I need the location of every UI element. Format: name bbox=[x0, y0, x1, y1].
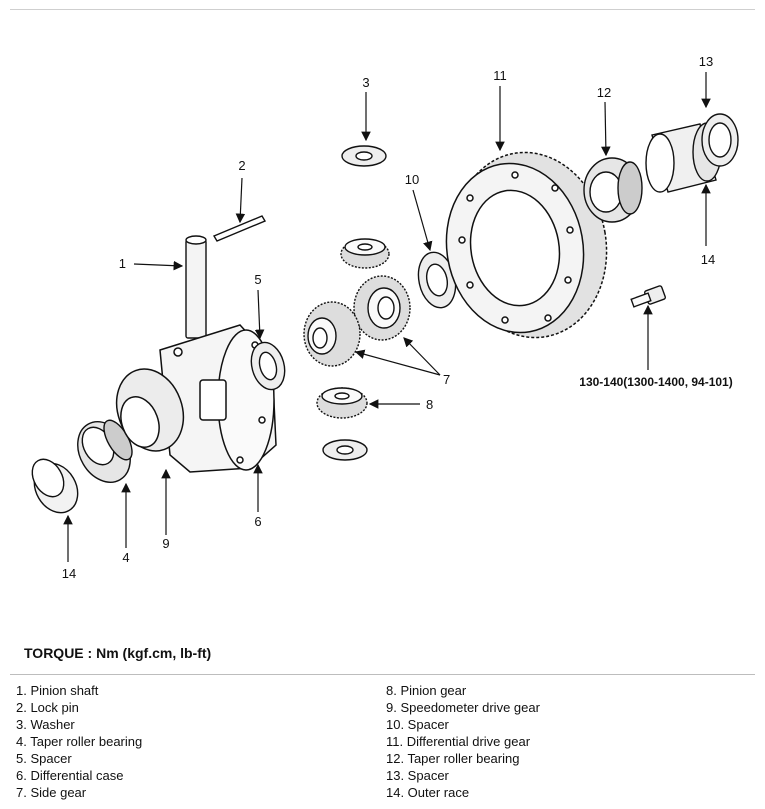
spacer-5 bbox=[250, 341, 286, 391]
callout-1: 1 bbox=[119, 256, 126, 271]
callout-12: 12 bbox=[597, 85, 611, 100]
differential-drive-gear bbox=[445, 151, 608, 339]
legend-item: 6. Differential case bbox=[16, 768, 124, 783]
callout-5: 5 bbox=[254, 272, 261, 287]
spacer-13 bbox=[701, 113, 739, 167]
legend-item: 4. Taper roller bearing bbox=[16, 734, 143, 749]
callout-8: 8 bbox=[426, 397, 433, 412]
legend-item: 7. Side gear bbox=[16, 785, 87, 800]
bolt bbox=[630, 285, 666, 308]
taper-roller-bearing-right bbox=[583, 157, 643, 223]
lock-pin bbox=[212, 215, 267, 242]
legend-item: 5. Spacer bbox=[16, 751, 72, 766]
side-gear-lower bbox=[303, 301, 361, 367]
legend-left-column: 1. Pinion shaft 2. Lock pin 3. Washer 4.… bbox=[16, 682, 142, 801]
legend-divider bbox=[10, 674, 755, 675]
callout-14-right: 14 bbox=[701, 252, 715, 267]
callout-10: 10 bbox=[405, 172, 419, 187]
legend-item: 13. Spacer bbox=[386, 768, 449, 783]
legend-item: 12. Taper roller bearing bbox=[386, 751, 520, 766]
leader-lines bbox=[63, 72, 711, 562]
washer-3 bbox=[341, 145, 387, 167]
pinion-gear-8 bbox=[316, 387, 368, 419]
callout-13: 13 bbox=[699, 54, 713, 69]
legend-item: 14. Outer race bbox=[386, 785, 470, 800]
callout-labels: 1 2 3 5 10 11 12 13 14 7 8 6 9 4 14 130-… bbox=[62, 54, 733, 581]
callout-14-left: 14 bbox=[62, 566, 76, 581]
callout-11: 11 bbox=[493, 68, 507, 83]
callout-2: 2 bbox=[238, 158, 245, 173]
spacer-10 bbox=[417, 251, 457, 309]
callout-9: 9 bbox=[162, 536, 169, 551]
top-rule bbox=[10, 9, 755, 10]
outer-race-left bbox=[31, 458, 79, 514]
washer-lower bbox=[322, 439, 368, 461]
legend-item: 1. Pinion shaft bbox=[16, 683, 99, 698]
legend-item: 10. Spacer bbox=[386, 717, 449, 732]
legend-item: 2. Lock pin bbox=[16, 700, 79, 715]
torque-heading: TORQUE : Nm (kgf.cm, lb-ft) bbox=[24, 645, 212, 661]
legend-right-column: 8. Pinion gear 9. Speedometer drive gear… bbox=[386, 682, 540, 801]
callout-4: 4 bbox=[122, 550, 129, 565]
legend-item: 9. Speedometer drive gear bbox=[386, 700, 540, 715]
callout-6: 6 bbox=[254, 514, 261, 529]
pinion-shaft bbox=[185, 235, 207, 339]
exploded-view-diagram: 1 2 3 5 10 11 12 13 14 7 8 6 9 4 14 130-… bbox=[31, 54, 739, 581]
callout-3: 3 bbox=[362, 75, 369, 90]
side-gear-upper bbox=[353, 275, 411, 341]
callout-7: 7 bbox=[443, 372, 450, 387]
pinion-gear-top bbox=[340, 238, 390, 269]
bolt-torque-spec: 130-140(1300-1400, 94-101) bbox=[579, 375, 732, 389]
legend-item: 11. Differential drive gear bbox=[386, 734, 531, 749]
legend-item: 8. Pinion gear bbox=[386, 683, 467, 698]
legend-item: 3. Washer bbox=[16, 717, 75, 732]
